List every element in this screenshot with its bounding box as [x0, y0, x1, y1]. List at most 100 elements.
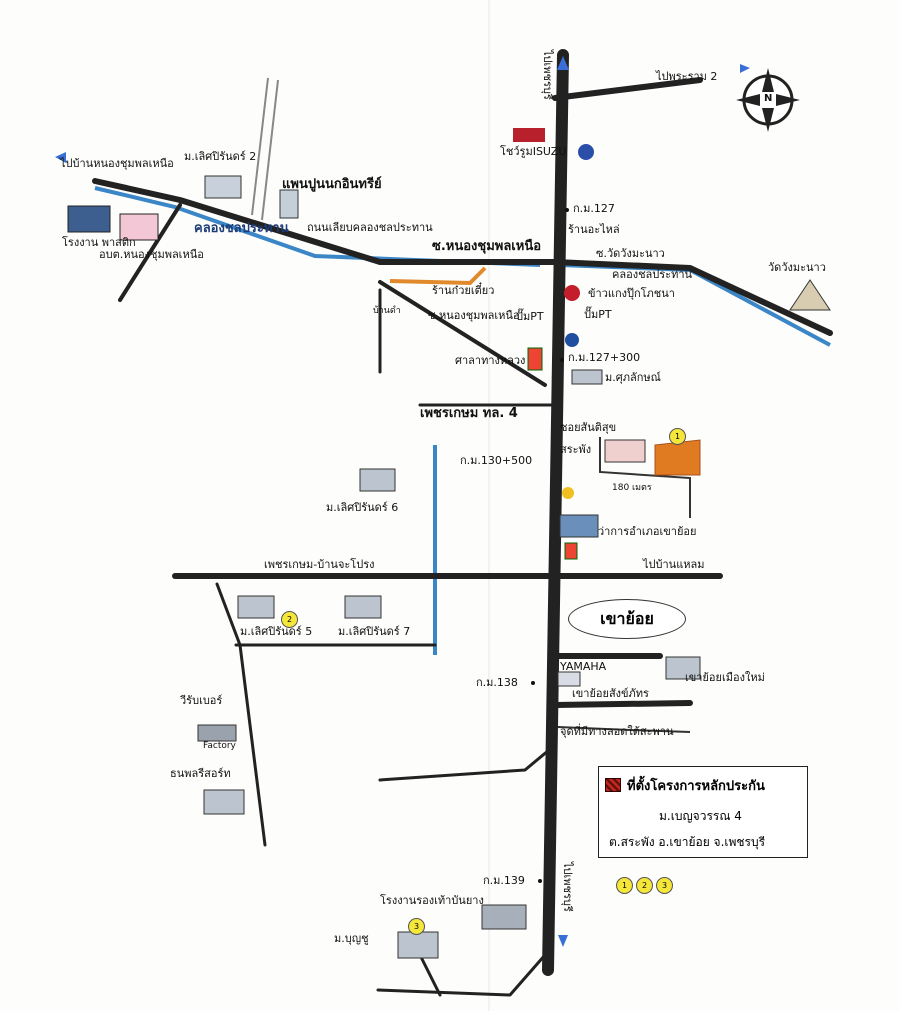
marker-2: 2	[281, 611, 298, 628]
orange-road	[389, 266, 487, 286]
label-isuzu: โชว์รูมISUZU	[500, 145, 567, 158]
compass-icon	[736, 68, 800, 132]
bridge-road	[557, 726, 691, 733]
label-plastic-factory: โรงงาน พาสติก	[62, 236, 136, 249]
label-thanapol: ธนพลรีสอร์ท	[170, 767, 231, 780]
seven-eleven-icon-2	[527, 347, 543, 371]
legend-swatch	[605, 778, 621, 792]
label-dist-180: 180 เมตร	[612, 483, 652, 493]
shoe-factory-icon	[481, 904, 527, 930]
label-khlong-chonprathan: คลองชลประทาน	[194, 221, 289, 236]
label-khao-kaeng: ข้าวแกงปุ๊กโภชนา	[588, 287, 675, 300]
km127-300-dot	[560, 358, 564, 362]
label-to-rama2: ไปพระราม 2	[656, 70, 718, 83]
resort-icon	[203, 789, 245, 815]
village-2-icon	[204, 175, 242, 199]
khaoyoi-village-icon	[665, 656, 701, 680]
km127-dot	[565, 208, 569, 212]
label-road-ban-chaprong: เพชรเกษม-บ้านจะโปรง	[264, 558, 375, 571]
thin-road-north-2	[251, 77, 269, 216]
label-spare-parts: ร้านอะไหล่	[568, 223, 620, 236]
label-pan-pun: แพนปูนนกอินทรีย์	[282, 177, 382, 192]
label-bak-prasong: ร้านก๋วยเตี๋ยว	[432, 284, 495, 297]
sanpitsuk-building-icon	[604, 439, 646, 463]
legend-marker-3: 3	[656, 877, 673, 894]
obt-building-icon	[119, 213, 159, 241]
label-obt: อบต.หนองชุมพลเหนือ	[99, 248, 204, 261]
label-side-road: ถนนเลียบคลองชลประทาน	[307, 221, 433, 234]
rubber-factory-icon	[197, 724, 237, 742]
km139-dot	[538, 879, 542, 883]
label-yamaha: YAMAHA	[560, 660, 607, 673]
marker-1: 1	[669, 428, 686, 445]
project-site	[654, 439, 701, 476]
label-khlong-2: คลองชลประทาน	[612, 268, 693, 281]
label-moo-lertsiri-6: ม.เลิศปิรันดร์ 6	[326, 501, 399, 514]
arrow-south	[558, 935, 568, 947]
label-pump-2: ปั๊มPT	[584, 308, 612, 321]
soi-santisuk	[599, 437, 691, 518]
thin-road-north	[261, 79, 279, 221]
label-sala: ศาลาทางหลวง	[455, 354, 526, 367]
label-to-ban-laem: ไปบ้านแหลม	[643, 558, 705, 571]
town-label-khaoyoi: เขาย้อย	[568, 599, 686, 639]
legend-marker-2: 2	[636, 877, 653, 894]
village-6-icon	[359, 468, 396, 492]
restaurant-icon	[564, 285, 580, 301]
marker-3: 3	[408, 918, 425, 935]
bunchu-village-icon	[397, 931, 439, 959]
ptt-icon	[578, 144, 594, 160]
village-7-icon	[344, 595, 382, 619]
supalak-village-icon	[571, 369, 603, 385]
factory-building-icon	[67, 205, 111, 233]
legend-title: ที่ตั้งโครงการหลักประกัน	[627, 779, 765, 794]
label-phetkasem: เพชรเกษม ทล. 4	[420, 406, 518, 421]
road-wat-wang-manao	[552, 259, 833, 336]
road-south-west	[378, 743, 557, 782]
label-amphoe-office: ว่าการอำเภอเขาย้อย	[598, 525, 697, 538]
label-moo-lertsiri-7: ม.เลิศปิรันดร์ 7	[338, 625, 411, 638]
label-moo-lertsiri-5: ม.เลิศปิรันดร์ 5	[240, 625, 313, 638]
minor-roads	[251, 77, 691, 733]
arrow-west	[55, 152, 66, 163]
label-pump-1: ปั๊มPT	[516, 310, 544, 323]
label-soi-wat: ซ.วัดวังมะนาว	[596, 247, 665, 260]
label-khaoyoi-mueang-mai: เขาย้อยเมืองใหม่	[685, 671, 765, 684]
road-bottom	[376, 953, 547, 997]
road-bunchu	[418, 953, 442, 997]
soi-nong-chumphon-2	[378, 280, 547, 387]
label-khaoyoi-sangkhom: เขาย้อยสังข์ภัทร	[572, 687, 649, 700]
highway-4	[542, 49, 569, 976]
cement-plant-icon	[279, 189, 299, 219]
road-network	[92, 49, 833, 997]
label-rubber: วีรับเบอร์	[180, 694, 223, 707]
road-khaoyoi	[552, 700, 693, 708]
label-moo-bunchu: ม.บุญชู	[334, 932, 369, 945]
label-km139: ก.ม.139	[483, 874, 525, 887]
label-house-small: บ้านดำ	[373, 306, 401, 316]
label-soi-nong-chumphon-2: ซ.หนองชุมพลเหนือ	[428, 309, 520, 322]
label-to-ban-nong-chumphon: ไปบ้านหนองชุมพลเหนือ	[60, 157, 174, 170]
label-moo-lertsiri-2: ม.เลิศปิรันดร์ 2	[184, 150, 257, 163]
map-icons	[67, 128, 831, 959]
direction-arrows	[55, 56, 750, 947]
legend-village: ม.เบญจวรรณ 4	[659, 809, 742, 823]
label-bridge: จุดที่มีทางลอดใต้สะพาน	[560, 725, 674, 738]
label-shoe-factory: โรงงานรองเท้าบันยาง	[380, 894, 484, 907]
gas-station-icon	[565, 333, 579, 347]
seven-eleven-icon	[564, 542, 578, 560]
legend-marker-1: 1	[616, 877, 633, 894]
road-west-spur	[118, 203, 182, 302]
map-legend: ที่ตั้งโครงการหลักประกัน ม.เบญจวรรณ 4 ต.…	[598, 766, 808, 858]
yamaha-icon	[557, 671, 581, 687]
label-km138: ก.ม.138	[476, 676, 518, 689]
amphoe-office-icon	[559, 514, 599, 538]
label-to-phetchaburi-north: ไปเพชรบุรี	[541, 50, 555, 100]
road-to-rama2	[552, 77, 703, 101]
label-moo-supalak: ม.ศุภลักษณ์	[605, 371, 661, 384]
label-km127-300: ก.ม.127+300	[568, 351, 641, 364]
village-5-icon	[237, 595, 275, 619]
arrow-east	[740, 64, 750, 73]
label-km130-500: ก.ม.130+500	[460, 454, 533, 467]
